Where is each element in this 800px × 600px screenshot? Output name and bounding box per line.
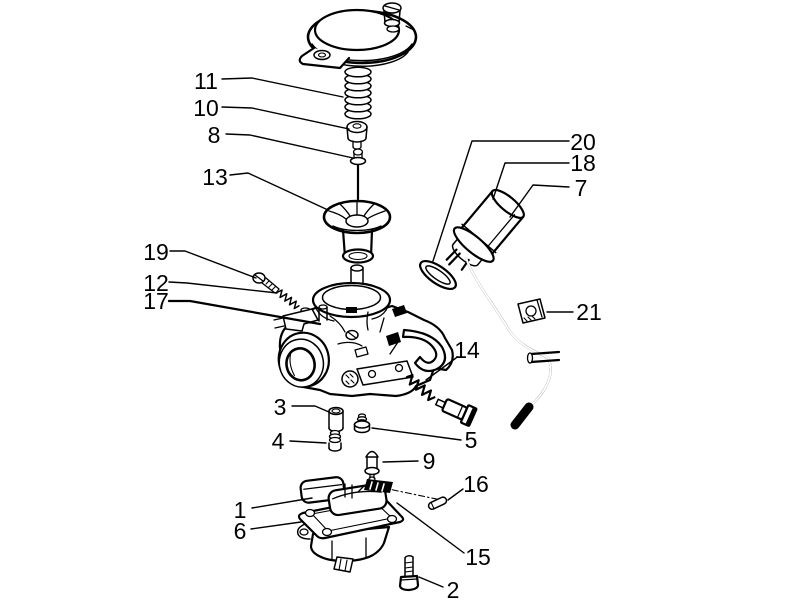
callout-13-label: 13 (202, 164, 228, 190)
slide-spring-drawing (344, 66, 372, 120)
needle-seat-drawing (346, 120, 368, 150)
cover-screw (382, 2, 415, 33)
vacuum-slide-drawing (322, 199, 392, 264)
callout-19-label: 19 (143, 239, 169, 265)
callout-3-label: 3 (274, 394, 287, 420)
idle-screw-drawing (252, 272, 280, 294)
main-jet-drawing (353, 413, 371, 434)
callout-11-leader (221, 77, 344, 98)
callout-7-leader (509, 184, 570, 218)
callout-21-label: 21 (576, 299, 602, 325)
callout-10-label: 10 (193, 95, 219, 121)
adjuster-spring-screw-drawing (405, 373, 478, 427)
choke-oring-drawing (419, 259, 457, 291)
bowl-screw-drawing (398, 555, 420, 592)
callout-18-leader (492, 162, 570, 200)
callout-15-leader (396, 502, 465, 554)
callout-1-leader (251, 497, 313, 509)
callout-14-label: 14 (454, 337, 480, 363)
callout-16-leader (447, 488, 464, 501)
float-pin-drawing (427, 496, 448, 510)
callout-17-leader (167, 299, 322, 326)
callout-18-label: 18 (570, 150, 596, 176)
callout-12-leader (168, 281, 278, 294)
callout-6-leader (250, 521, 302, 530)
top-cover-drawing (298, 2, 418, 70)
callout-2-leader (418, 576, 444, 588)
callout-17-label: 17 (143, 288, 169, 314)
callout-9-leader (382, 460, 419, 463)
callout-5-label: 5 (465, 427, 478, 453)
carburetor-body-drawing (273, 264, 454, 398)
intake-bore (277, 331, 330, 388)
callout-7-label: 7 (575, 175, 588, 201)
callout-15-label: 15 (465, 544, 491, 570)
jet-needle-drawing (349, 148, 367, 201)
pin-axis-dashed-line (378, 486, 447, 502)
wire-connector (510, 402, 534, 430)
callout-20-label: 20 (570, 129, 596, 155)
jet-tube-drawing (328, 406, 344, 433)
callout-10-leader (221, 106, 350, 130)
float-needle-drawing (364, 450, 380, 482)
callout-2-label: 2 (447, 577, 460, 600)
screw-spring-drawing (277, 289, 300, 310)
callout-14-leader (425, 357, 457, 381)
pilot-jet-drawing (328, 429, 342, 452)
callout-3-leader (291, 405, 330, 413)
callout-6-label: 6 (234, 518, 247, 544)
bowl-drain-stub (333, 556, 354, 573)
choke-mount-arm (401, 328, 447, 373)
callout-20-leader (432, 140, 570, 262)
callout-19-leader (169, 250, 257, 279)
callout-8-leader (225, 133, 354, 159)
callout-13-leader (229, 172, 329, 211)
callout-8-label: 8 (208, 122, 221, 148)
callout-9-label: 9 (423, 448, 436, 474)
callout-4-label: 4 (272, 428, 285, 454)
callout-4-leader (289, 440, 327, 444)
callout-5-leader (371, 427, 462, 441)
callout-11-label: 11 (194, 68, 218, 94)
callout-16-label: 16 (463, 471, 489, 497)
callout-1-label: 1 (234, 497, 247, 523)
callout-12-label: 12 (143, 270, 169, 296)
wire-clip-drawing (517, 298, 546, 324)
slide-chamber-rim (311, 281, 392, 319)
auto-choke-drawing (445, 188, 561, 430)
choke-wire (464, 256, 552, 408)
float-assembly-drawing (299, 476, 393, 517)
